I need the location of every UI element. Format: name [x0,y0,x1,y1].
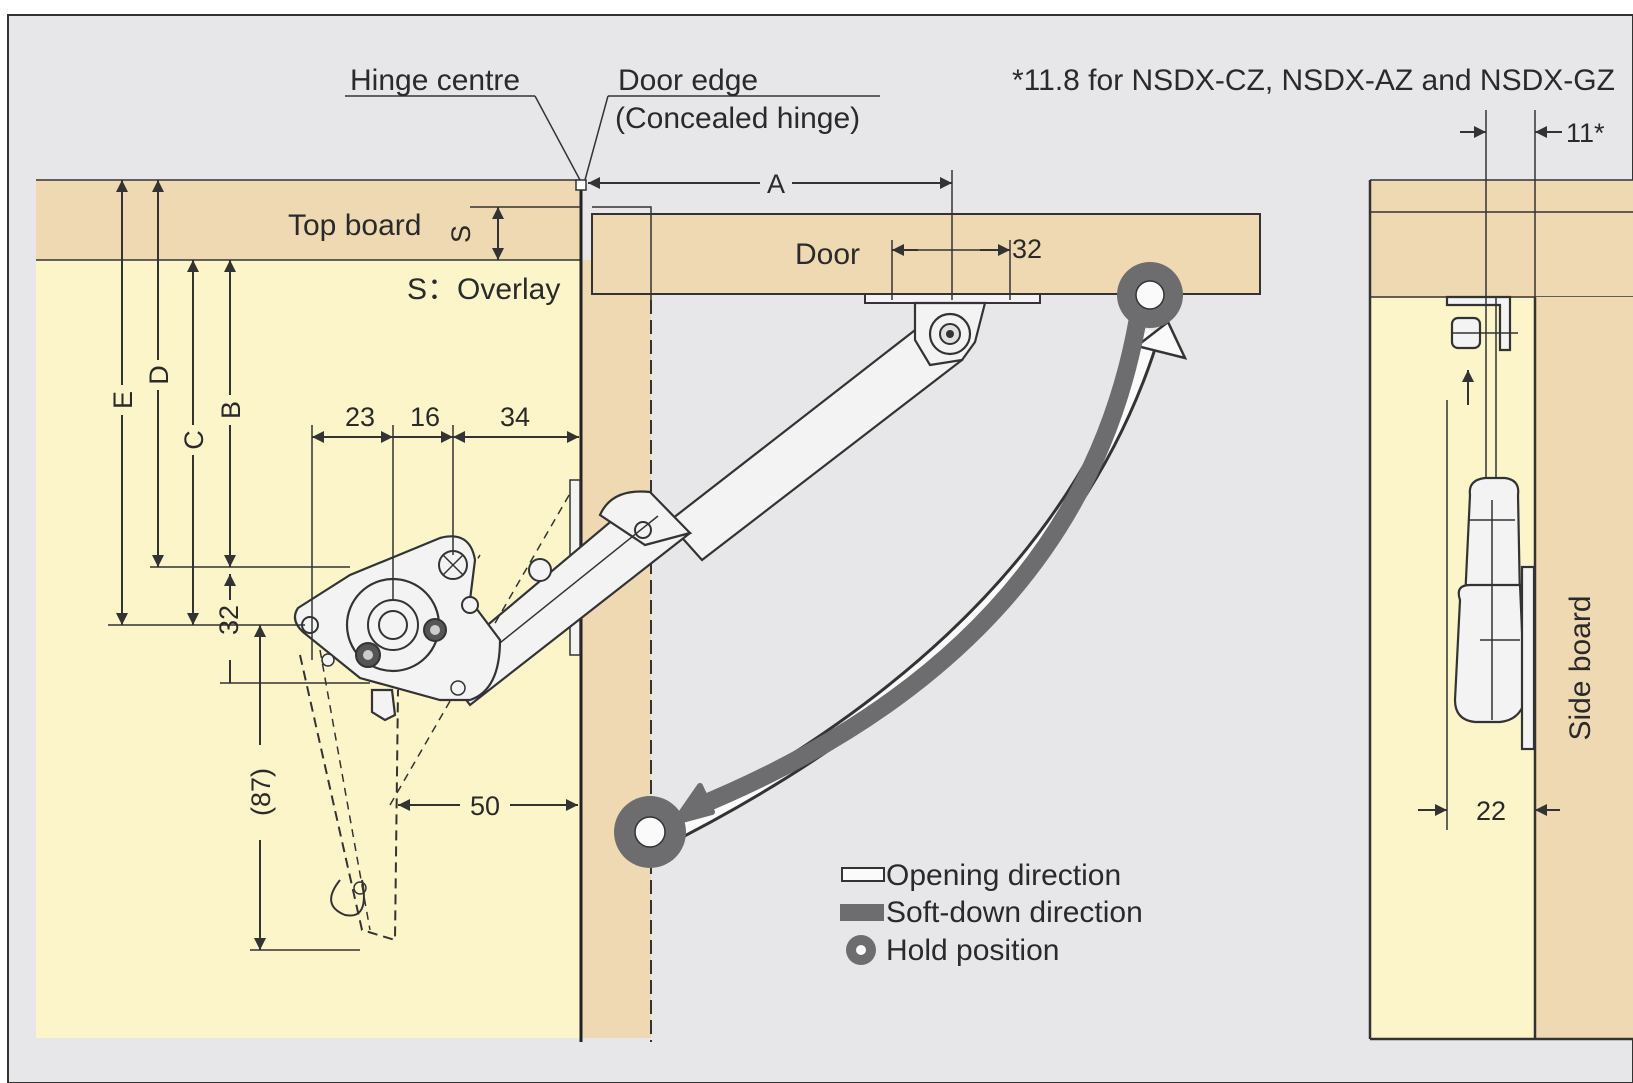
side-panel [581,260,651,1038]
dim-22-label: 22 [1476,796,1506,826]
legend-item-opening: Opening direction [841,859,1121,892]
dimension-lines: E D C B 32 (87) 23 16 34 [108,110,1605,951]
legend-item-hold: Hold position [846,934,1059,967]
soft-down-direction-arrow [690,316,1147,817]
side-board [1535,297,1633,1039]
dim-overlay-s-label: S [446,225,476,243]
dim-11-label: 11* [1566,118,1605,148]
solid-bar-icon [840,904,884,921]
dim-b-label: B [216,401,246,419]
dim-32-door-label: 32 [1012,234,1042,264]
dim-e-label: E [108,391,138,409]
hinge-centre-label: Hinge centre [350,64,520,97]
dim-23-label: 23 [345,402,375,432]
dim-16-label: 16 [410,402,440,432]
dim-32-vertical-label: 32 [214,605,244,635]
legend-soft-down-label: Soft-down direction [886,896,1143,929]
overlay-label: S：Overlay [407,273,560,306]
concealed-hinge-label: (Concealed hinge) [615,102,860,135]
lid-stay-mechanism [293,301,987,942]
dim-d-label: D [144,365,174,385]
legend-hold-label: Hold position [886,934,1059,967]
callout-leaders [345,95,880,191]
side-board-label: Side board [1564,595,1597,740]
door-edge-label: Door edge [618,64,758,97]
hollow-bar-icon [841,867,885,882]
top-board [36,180,581,260]
dim-34-label: 34 [500,402,530,432]
dim-50-label: 50 [470,791,500,821]
dim-87-label: (87) [246,768,276,816]
door-label: Door [795,238,860,271]
legend-item-soft-down: Soft-down direction [840,896,1143,929]
side-view [1368,179,1633,1041]
note-text: *11.8 for NSDX-CZ, NSDX-AZ and NSDX-GZ [1012,64,1615,97]
legend: Opening direction Soft-down direction Ho… [840,859,1143,967]
top-board-label: Top board [288,209,421,242]
dim-c-label: C [179,430,209,450]
motion-arrows [614,262,1188,868]
legend-opening-label: Opening direction [886,859,1121,892]
dim-a-label: A [767,169,785,199]
